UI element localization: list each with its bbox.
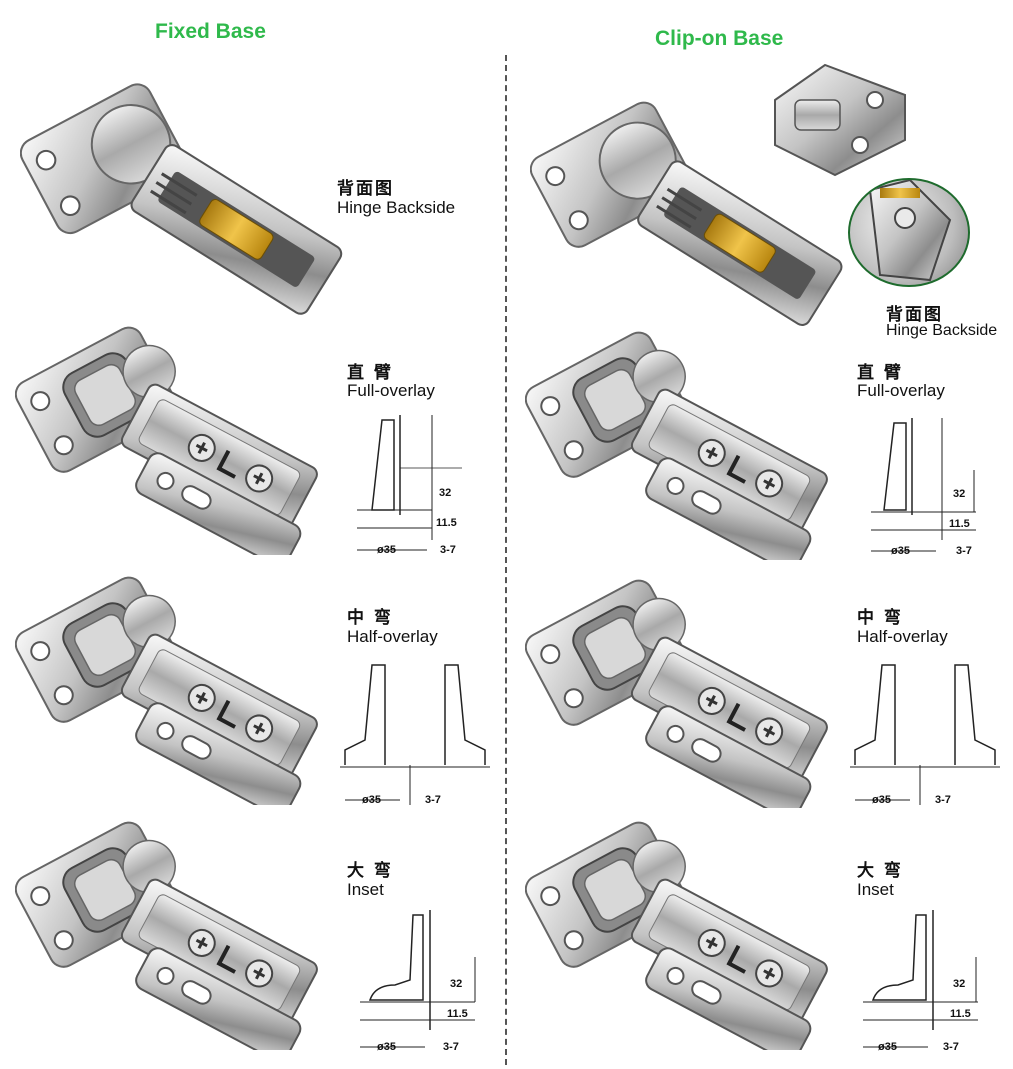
fixed-full-overlay-cn: 直 臂 xyxy=(347,363,393,383)
clip-full-overlay-en: Full-overlay xyxy=(857,381,945,400)
clip-detail-icon xyxy=(868,180,952,282)
clip-backside-en-label: Hinge Backside xyxy=(886,322,998,339)
fixed-full-overlay-en: Full-overlay xyxy=(347,381,435,400)
dim-gap: 3-7 xyxy=(943,1041,959,1053)
dim-gap: 3-7 xyxy=(440,544,456,556)
dim-32: 32 xyxy=(953,488,965,500)
fixed-inset-en: Inset xyxy=(347,880,384,899)
dim-11-5: 11.5 xyxy=(436,517,457,529)
fixed-backside-en-label: Hinge Backside xyxy=(337,198,456,217)
dim-cup: ø35 xyxy=(377,1041,396,1053)
dim-cup: ø35 xyxy=(872,794,891,806)
clip-detail-circle xyxy=(848,178,970,287)
clip-full-overlay-diagram: 32 11.5 ø35 3-7 xyxy=(871,418,976,557)
dim-cup: ø35 xyxy=(377,544,396,556)
dim-gap: 3-7 xyxy=(443,1041,459,1053)
column-divider xyxy=(505,55,507,1065)
fixed-backside-cn-label: 背面图 xyxy=(337,179,394,199)
fixed-inset-cn: 大 弯 xyxy=(347,861,393,881)
dim-gap: 3-7 xyxy=(935,794,951,806)
dim-32: 32 xyxy=(439,487,451,499)
clip-base-plate-photo xyxy=(765,55,915,185)
clip-inset-en: Inset xyxy=(857,880,894,899)
fixed-inset-diagram: 32 11.5 ø35 3-7 xyxy=(360,910,476,1053)
clip-backside-cn-label: 背面图 xyxy=(886,305,943,325)
fixed-base-backside-photo xyxy=(20,60,350,320)
dim-32: 32 xyxy=(450,978,462,990)
fixed-half-overlay-diagram: ø35 3-7 xyxy=(340,664,490,806)
clip-half-overlay-diagram: ø35 3-7 xyxy=(850,664,1000,806)
dim-11-5: 11.5 xyxy=(949,518,970,530)
fixed-half-overlay-cn: 中 弯 xyxy=(347,608,393,628)
fixed-base-title: Fixed Base xyxy=(155,20,266,43)
dim-gap: 3-7 xyxy=(425,794,441,806)
dim-cup: ø35 xyxy=(878,1041,897,1053)
clip-half-overlay-photo xyxy=(525,558,845,808)
dim-cup: ø35 xyxy=(362,794,381,806)
clip-full-overlay-photo xyxy=(525,310,845,560)
clip-on-base-title: Clip-on Base xyxy=(655,27,784,50)
clip-half-overlay-en: Half-overlay xyxy=(857,627,948,646)
dim-11-5: 11.5 xyxy=(950,1008,971,1020)
clip-inset-photo xyxy=(525,800,845,1050)
clip-full-overlay-cn: 直 臂 xyxy=(857,363,903,383)
dim-gap: 3-7 xyxy=(956,545,972,557)
dim-32: 32 xyxy=(953,978,965,990)
clip-inset-cn: 大 弯 xyxy=(857,861,903,881)
fixed-inset-photo xyxy=(15,800,335,1050)
clip-inset-diagram: 32 11.5 ø35 3-7 xyxy=(863,910,978,1053)
fixed-full-overlay-diagram: 32 11.5 ø35 3-7 xyxy=(357,415,462,556)
fixed-full-overlay-photo xyxy=(15,305,335,555)
fixed-half-overlay-en: Half-overlay xyxy=(347,627,438,646)
fixed-half-overlay-photo xyxy=(15,555,335,805)
dim-11-5: 11.5 xyxy=(447,1008,468,1020)
clip-half-overlay-cn: 中 弯 xyxy=(857,608,903,628)
dim-cup: ø35 xyxy=(891,545,910,557)
